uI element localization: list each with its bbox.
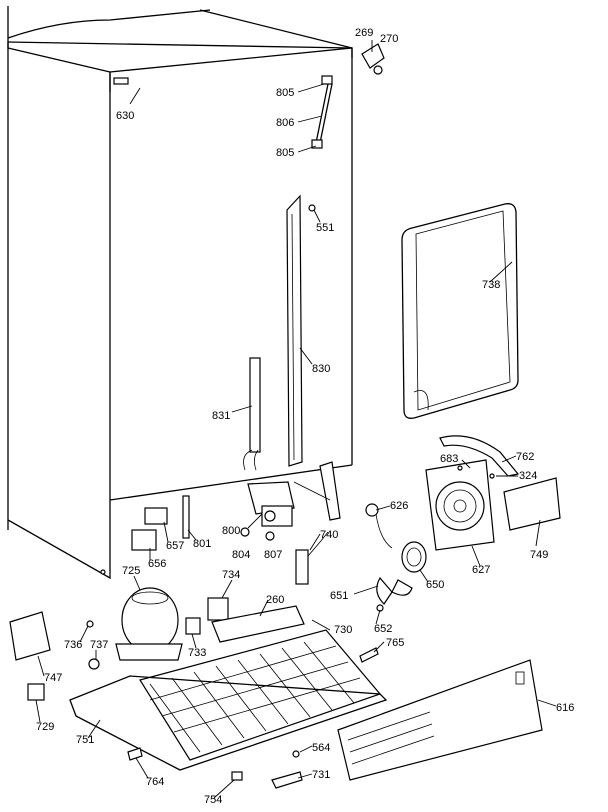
label-683: 683 [440,453,458,465]
label-807: 807 [264,549,282,561]
cabinet [7,6,353,580]
label-630: 630 [116,110,134,122]
label-805-top: 805 [276,87,294,99]
label-650: 650 [426,579,444,591]
label-830: 830 [312,363,330,375]
label-725: 725 [122,565,140,577]
duct-762 [439,435,520,477]
clip-764 [127,747,143,761]
label-270: 270 [380,33,398,45]
screws-683-324 [457,465,495,479]
valve-800 [247,481,295,527]
label-805-bottom: 805 [276,147,294,159]
label-657: 657 [166,540,184,552]
label-651: 651 [330,590,348,602]
label-762: 762 [516,451,534,463]
part-labels: 630 269 270 805 806 805 551 738 830 831 … [36,27,574,806]
block-729 [27,683,45,701]
fitting-269-270 [361,43,385,75]
clip-731 [271,771,303,789]
label-804: 804 [232,549,250,561]
label-800: 800 [222,525,240,537]
base-751 [69,675,388,771]
heater-831 [243,357,261,471]
grille-616 [337,659,543,781]
screw-551 [308,204,316,212]
cover-747 [9,611,51,661]
bracket-657 [144,507,168,525]
rear-tube-806 [311,75,333,149]
rail-830 [286,194,303,467]
fan-shroud-627 [425,459,495,551]
overload-733 [185,617,201,635]
label-831: 831 [212,410,230,422]
label-751: 751 [76,734,94,746]
label-747: 747 [44,672,62,684]
label-733: 733 [188,647,206,659]
label-652: 652 [374,623,392,635]
label-737: 737 [90,639,108,651]
label-729: 729 [36,721,54,733]
fastener-765 [359,647,379,663]
label-656: 656 [148,558,166,570]
compressor-725 [115,587,183,661]
label-269: 269 [355,27,373,39]
label-765: 765 [386,637,404,649]
label-627: 627 [472,564,490,576]
tab-754 [231,771,243,781]
capacitor-740 [295,531,329,585]
label-564: 564 [312,742,330,754]
leader-lines [35,40,557,799]
label-749: 749 [530,549,548,561]
screw-564 [292,750,300,758]
cover-749 [503,477,561,531]
label-734: 734 [222,569,240,581]
label-764: 764 [146,776,164,788]
drain-pan-260 [211,605,305,643]
label-626: 626 [390,500,408,512]
thermostat-626 [365,503,393,549]
grommets-736-737 [86,620,100,670]
bracket-656 [131,529,157,551]
label-738: 738 [482,279,500,291]
label-740: 740 [320,529,338,541]
fan-blade-651 [376,576,413,612]
label-754: 754 [204,794,222,806]
label-324: 324 [519,470,537,482]
label-730: 730 [334,624,352,636]
rod-801 [182,495,190,539]
tube-loop-738 [401,203,519,419]
motor-650 [401,541,427,573]
fittings-804-807 [240,527,275,541]
brace [293,461,341,521]
relay-734 [207,597,229,621]
label-260: 260 [266,594,284,606]
label-616: 616 [556,702,574,714]
label-801: 801 [193,538,211,550]
label-806: 806 [276,117,294,129]
label-551: 551 [316,222,334,234]
label-731: 731 [312,769,330,781]
label-736: 736 [64,639,82,651]
